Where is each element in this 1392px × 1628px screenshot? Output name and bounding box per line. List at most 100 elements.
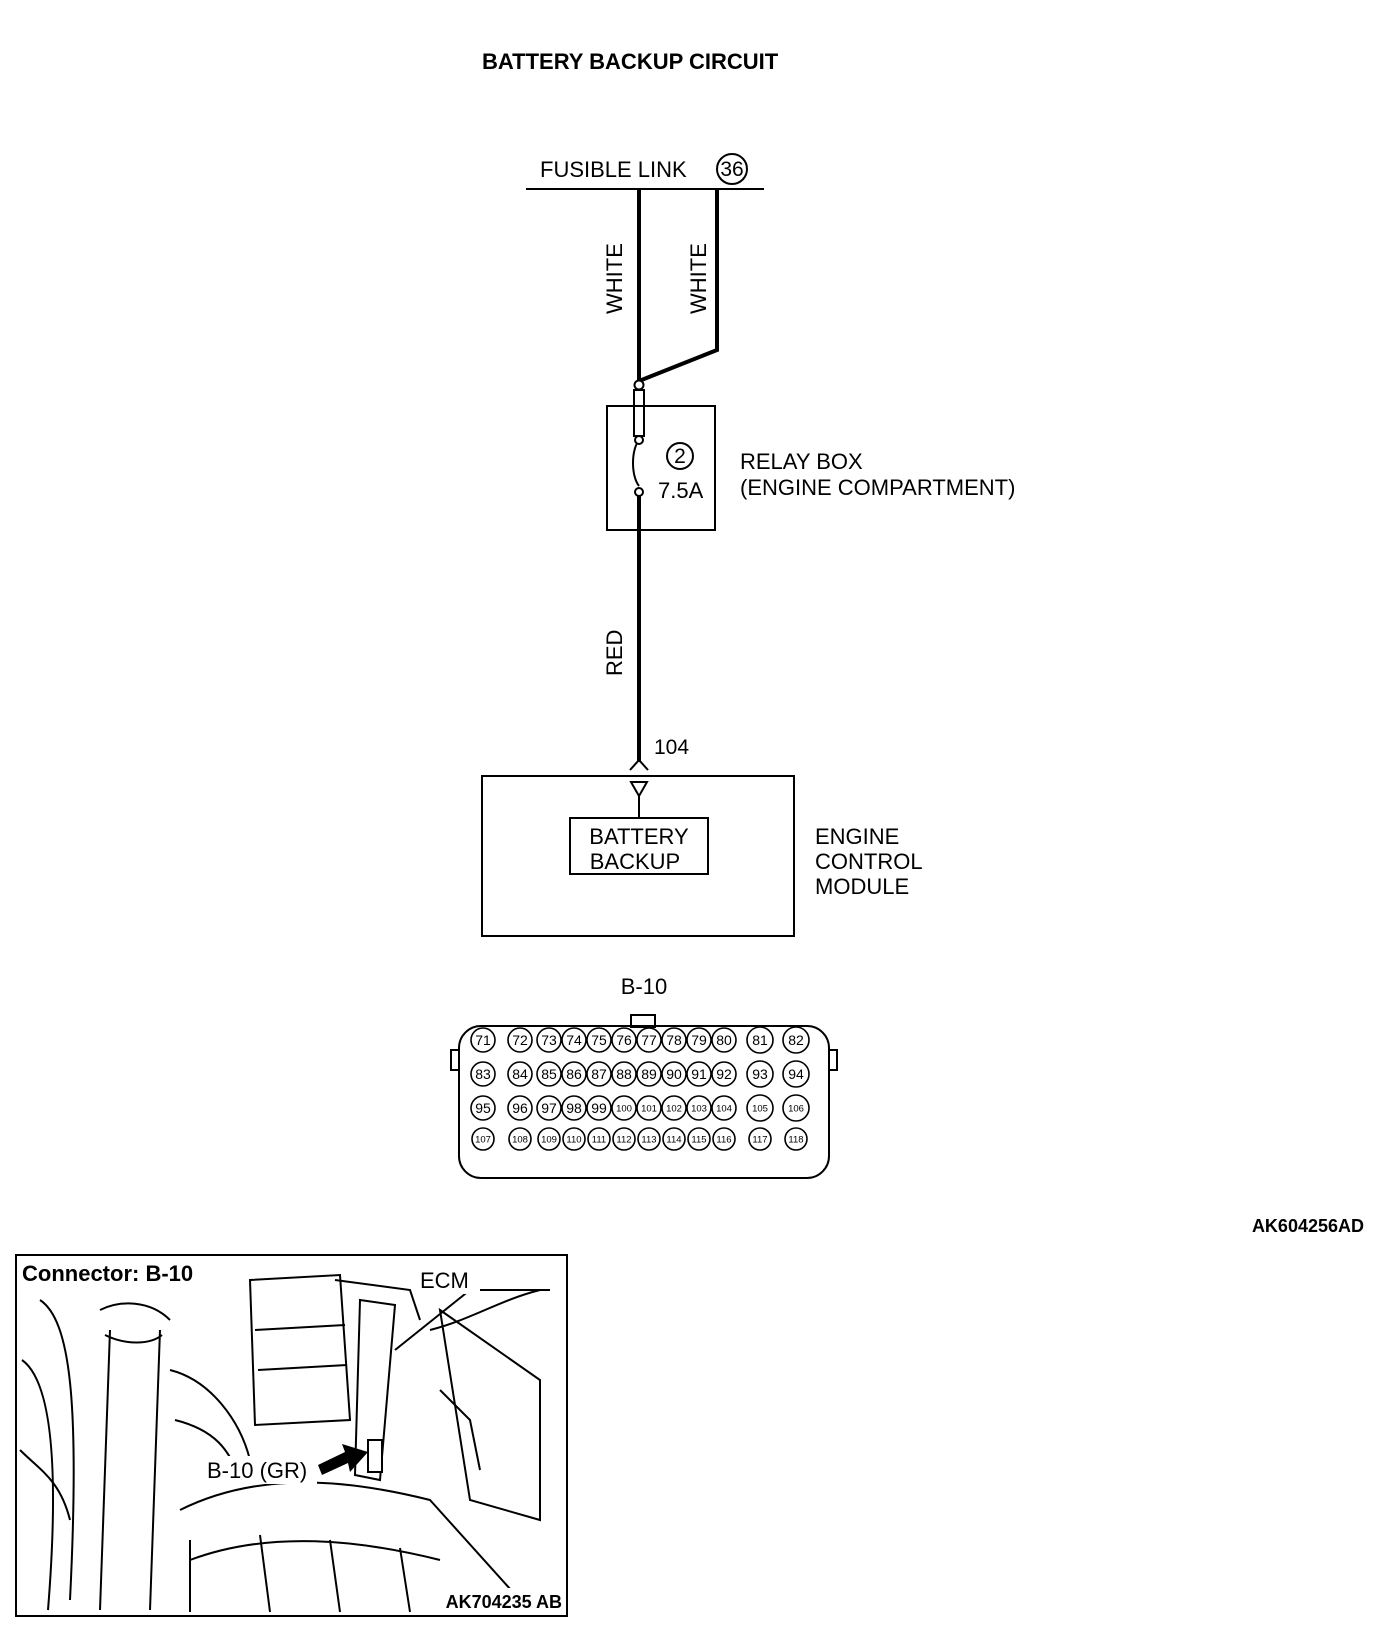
- connector-pin-103: [686, 1095, 712, 1121]
- fuse-terminal-bottom: [634, 487, 644, 497]
- connector-pin-label-115: 115: [691, 1135, 706, 1146]
- connector-pin-label-103: 103: [691, 1104, 707, 1115]
- fusible-link-number: 36: [720, 158, 743, 181]
- connector-pin-118: [784, 1127, 808, 1151]
- connector-pin-112: [612, 1127, 636, 1151]
- ecm-box: [481, 775, 795, 937]
- connector-pin-97: [536, 1095, 562, 1121]
- connector-pin-label-75: 75: [591, 1032, 607, 1048]
- connector-pin-label-84: 84: [512, 1066, 528, 1082]
- connector-pin-label-85: 85: [541, 1066, 557, 1082]
- ecm-label-3: MODULE: [815, 874, 909, 899]
- connector-pin-104: [711, 1095, 737, 1121]
- connector-pin-98: [561, 1095, 587, 1121]
- connector-pin-label-72: 72: [512, 1032, 528, 1048]
- terminal-number: 104: [654, 736, 689, 759]
- connector-pin-75: [586, 1027, 612, 1053]
- connector-pin-label-104: 104: [716, 1104, 732, 1115]
- connector-pin-117: [748, 1127, 772, 1151]
- connector-pin-label-109: 109: [541, 1135, 557, 1146]
- fuse-symbol: [632, 439, 640, 487]
- connector-pin-85: [536, 1061, 562, 1087]
- connector-pin-79: [686, 1027, 712, 1053]
- relay-terminal-lead: [633, 389, 645, 437]
- connector-pin-label-118: 118: [788, 1135, 803, 1146]
- connector-pin-label-91: 91: [691, 1066, 707, 1082]
- connector-pin-80: [711, 1027, 737, 1053]
- connector-pin-115: [687, 1127, 711, 1151]
- relay-box-label-1: RELAY BOX: [740, 449, 863, 474]
- connector-left-tab: [450, 1049, 460, 1071]
- connector-body: [458, 1025, 830, 1179]
- photo-ecm-label: ECM: [420, 1268, 469, 1293]
- connector-pin-84: [507, 1061, 533, 1087]
- connector-pin-77: [636, 1027, 662, 1053]
- connector-pin-label-87: 87: [591, 1066, 607, 1082]
- connector-pin-label-83: 83: [475, 1066, 491, 1082]
- connector-name: B-10: [621, 974, 667, 999]
- photo-connector-label: B-10 (GR): [207, 1458, 307, 1483]
- terminal-chevron: [629, 758, 649, 771]
- connector-pin-label-76: 76: [616, 1032, 632, 1048]
- connector-pin-label-102: 102: [666, 1104, 682, 1115]
- photo-code: AK704235 AB: [446, 1592, 562, 1612]
- connector-pin-label-79: 79: [691, 1032, 707, 1048]
- connector-pin-label-114: 114: [666, 1135, 681, 1146]
- connector-pin-label-78: 78: [666, 1032, 682, 1048]
- battery-backup-label-1: BATTERY: [589, 824, 689, 849]
- connector-pin-114: [662, 1127, 686, 1151]
- fuse-number-circle: [666, 442, 694, 470]
- connector-pin-label-96: 96: [512, 1100, 528, 1116]
- white-wire-right-label: WHITE: [686, 243, 711, 314]
- connector-pin-label-77: 77: [641, 1032, 657, 1048]
- connector-pin-93: [746, 1060, 774, 1088]
- connector-pin-74: [561, 1027, 587, 1053]
- white-wire-right: [638, 189, 719, 383]
- connector-pin-95: [470, 1095, 496, 1121]
- connector-pin-label-98: 98: [566, 1100, 582, 1116]
- photo-header: Connector: B-10: [22, 1261, 193, 1286]
- connector-pin-label-108: 108: [512, 1135, 528, 1146]
- connector-pin-label-74: 74: [566, 1032, 582, 1048]
- connector-pin-78: [661, 1027, 687, 1053]
- connector-pin-label-94: 94: [788, 1066, 804, 1082]
- connector-pin-106: [782, 1094, 810, 1122]
- connector-pin-73: [536, 1027, 562, 1053]
- connector-pin-label-80: 80: [716, 1032, 732, 1048]
- figure-code: AK604256AD: [1252, 1216, 1364, 1236]
- connector-pin-label-101: 101: [641, 1104, 657, 1115]
- connector-pin-92: [711, 1061, 737, 1087]
- connector-pin-label-106: 106: [788, 1104, 804, 1115]
- fusible-link-label: FUSIBLE LINK: [540, 157, 687, 182]
- fusible-link-number-circle: [716, 153, 748, 185]
- connector-pin-label-71: 71: [475, 1032, 491, 1048]
- splice-point: [633, 379, 645, 391]
- connector-pin-94: [782, 1060, 810, 1088]
- ecm-label-1: ENGINE: [815, 824, 899, 849]
- connector-pin-101: [636, 1095, 662, 1121]
- battery-backup-box: [569, 817, 709, 875]
- connector-right-tab: [828, 1049, 838, 1071]
- ecm-input-triangle: [629, 781, 649, 799]
- connector-pin-111: [587, 1127, 611, 1151]
- connector-pin-label-105: 105: [752, 1104, 768, 1115]
- battery-backup-label-2: BACKUP: [590, 849, 680, 874]
- connector-pin-label-89: 89: [641, 1066, 657, 1082]
- connector-pin-label-100: 100: [616, 1104, 632, 1115]
- connector-pin-label-92: 92: [716, 1066, 732, 1082]
- connector-pin-116: [712, 1127, 736, 1151]
- connector-pin-89: [636, 1061, 662, 1087]
- connector-pin-91: [686, 1061, 712, 1087]
- connector-pin-label-86: 86: [566, 1066, 582, 1082]
- connector-pin-90: [661, 1061, 687, 1087]
- connector-pin-label-112: 112: [616, 1135, 631, 1146]
- ecm-leader-line: [394, 1289, 471, 1351]
- red-wire-label: RED: [602, 630, 627, 676]
- connector-pin-105: [746, 1094, 774, 1122]
- connector-pin-label-110: 110: [566, 1135, 581, 1146]
- connector-pin-label-111: 111: [592, 1135, 606, 1146]
- connector-pin-88: [611, 1061, 637, 1087]
- connector-pin-100: [611, 1095, 637, 1121]
- connector-pin-label-82: 82: [788, 1032, 804, 1048]
